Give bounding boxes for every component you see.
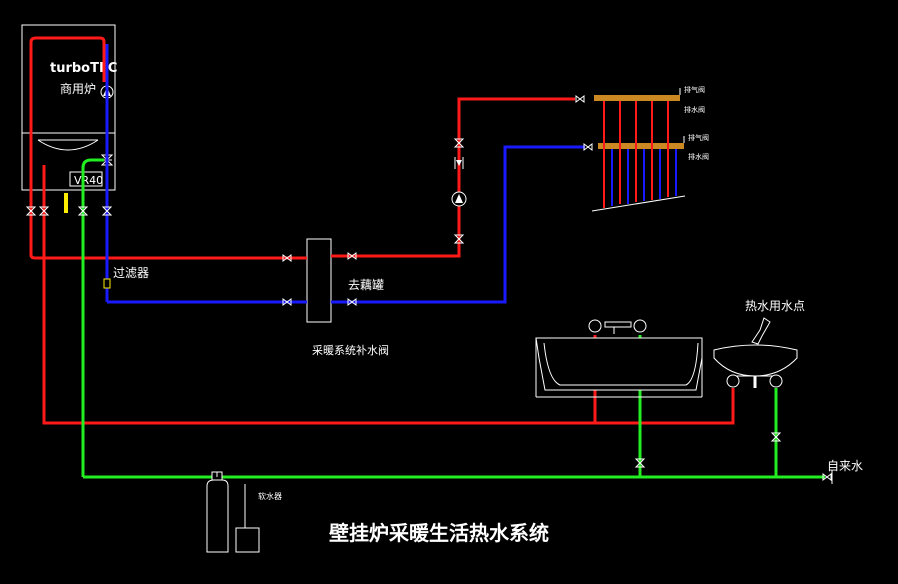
riser-check-valve-icon xyxy=(454,157,464,169)
boiler-model-plate xyxy=(69,171,103,187)
softener-label: 软水器 xyxy=(258,491,282,501)
floor-heating-manifold: 排气阀 排水阀 排气阀 排水阀 xyxy=(575,85,709,212)
floor-line xyxy=(591,195,686,212)
exhaust-top-label: 排气阀 xyxy=(684,85,705,94)
cold-pipes xyxy=(81,158,825,479)
return-manifold-bar xyxy=(598,143,684,149)
supply-pipes xyxy=(29,36,735,425)
drain-top-label: 排水阀 xyxy=(684,105,705,114)
dhw-supply xyxy=(42,165,735,425)
boiler-subtitle: 商用炉 xyxy=(60,81,96,96)
bath-faucet-icon xyxy=(604,321,632,328)
basin-faucet-icon xyxy=(751,317,771,345)
basin-hot-tap-icon xyxy=(726,374,740,388)
bathtub xyxy=(535,319,703,398)
hot-water-point-label: 热水用水点 xyxy=(745,299,805,313)
boiler-brand: turboTEC xyxy=(50,61,117,76)
boiler-outlet-valves xyxy=(26,206,112,216)
wash-basin: 热水用水点 xyxy=(713,299,805,388)
deaerator-tank xyxy=(306,238,332,323)
boiler-internal-supply xyxy=(29,36,106,255)
gas-inlet-stub xyxy=(64,193,68,213)
boiler-burner-line xyxy=(37,139,99,151)
return-from-manifold xyxy=(345,145,585,304)
basin-body xyxy=(713,344,798,377)
bath-cold-tap-icon xyxy=(633,319,647,333)
cold-inlet xyxy=(81,158,104,477)
tap-water-inlet: 自来水 xyxy=(822,459,863,484)
filter: 过滤器 xyxy=(103,266,149,289)
supply-main xyxy=(29,254,285,260)
bathtub-body xyxy=(535,337,703,391)
makeup-valve-label: 采暖系统补水阀 xyxy=(312,343,389,357)
brine-tank xyxy=(235,527,260,553)
tap-water-label: 自来水 xyxy=(827,459,863,473)
riser-components xyxy=(451,138,467,244)
filter-label: 过滤器 xyxy=(113,266,149,280)
deaerator-label: 去藕罐 xyxy=(348,278,384,292)
boiler-casing xyxy=(21,24,116,191)
water-softener: 软水器 xyxy=(206,471,282,553)
supply-manifold-bar xyxy=(594,95,680,101)
supply-to-manifold xyxy=(345,97,575,258)
boiler-model: VR40 xyxy=(74,174,103,187)
basin-cold-tap-icon xyxy=(769,374,783,388)
filter-icon xyxy=(103,278,111,289)
exhaust-bottom-label: 排气阀 xyxy=(688,133,709,142)
softener-tank xyxy=(206,479,229,553)
drain-bottom-label: 排水阀 xyxy=(688,152,709,161)
bath-hot-tap-icon xyxy=(588,319,602,333)
deaerator: 去藕罐 采暖系统补水阀 xyxy=(282,238,389,357)
boiler-unit: turboTEC 商用炉 VR40 xyxy=(21,24,117,191)
return-pipes xyxy=(105,44,585,304)
diagram-title: 壁挂炉采暖生活热水系统 xyxy=(329,521,549,545)
